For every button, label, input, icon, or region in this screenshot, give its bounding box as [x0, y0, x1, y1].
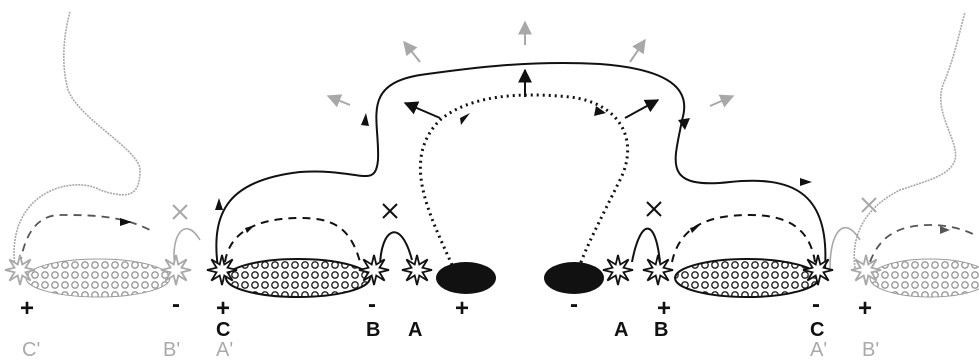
faint-outer-field-lines	[13, 11, 976, 269]
star-burst-icon	[850, 254, 882, 286]
label-c-right: C	[810, 319, 824, 341]
x-mark-icon	[172, 204, 188, 220]
null-points	[172, 197, 877, 220]
label-b-right: B	[654, 319, 668, 341]
x-mark-icon	[382, 203, 398, 219]
polarity-labels: + - + - + - + - +	[20, 291, 872, 322]
small-loops	[379, 227, 661, 269]
star-burst-icon	[206, 254, 238, 286]
label-b-prime-right: B'	[862, 339, 879, 360]
sign-plus-3: +	[455, 295, 469, 322]
star-burst-icon	[802, 254, 834, 286]
x-mark-icon	[646, 201, 662, 217]
label-b-left: B	[366, 319, 380, 341]
flux-rope-far-left	[25, 258, 171, 298]
sign-minus-1: -	[172, 291, 180, 318]
outflow-arrows	[403, 68, 660, 119]
sign-minus-4: -	[812, 291, 820, 318]
reconnection-stars	[4, 254, 882, 286]
footpoint-letters: C B A A B C C' B' A' A' B'	[22, 319, 879, 360]
star-burst-icon	[358, 254, 390, 286]
faint-outflow-arrows	[326, 20, 735, 108]
sign-plus-4: +	[657, 295, 671, 322]
label-c-left: C	[216, 319, 230, 341]
star-burst-icon	[642, 254, 674, 286]
sunspot-negative	[544, 262, 604, 294]
star-burst-icon	[602, 254, 634, 286]
flux-rope-right	[674, 258, 820, 298]
dashed-arcade-loops	[120, 213, 950, 263]
overlying-field-line	[215, 61, 827, 269]
sunspot-positive	[436, 262, 496, 294]
flux-rope-far-right	[869, 258, 979, 298]
sign-minus-2: -	[368, 291, 376, 318]
flux-rope-left	[225, 258, 371, 298]
sign-plus-2: +	[216, 295, 230, 322]
sign-plus-1: +	[20, 295, 34, 322]
label-a-right: A	[614, 319, 628, 341]
label-a-left: A	[408, 319, 422, 341]
star-burst-icon	[160, 254, 192, 286]
erupting-field-line	[418, 93, 630, 266]
star-burst-icon	[401, 254, 433, 286]
label-a-prime-left: A'	[216, 339, 233, 360]
label-a-prime-right: A'	[810, 339, 827, 360]
sign-plus-5: +	[858, 295, 872, 322]
label-c-prime: C'	[22, 339, 40, 360]
sign-minus-3: -	[570, 291, 578, 318]
label-b-prime-left: B'	[163, 339, 180, 360]
star-burst-icon	[4, 254, 36, 286]
x-mark-icon	[861, 197, 877, 213]
